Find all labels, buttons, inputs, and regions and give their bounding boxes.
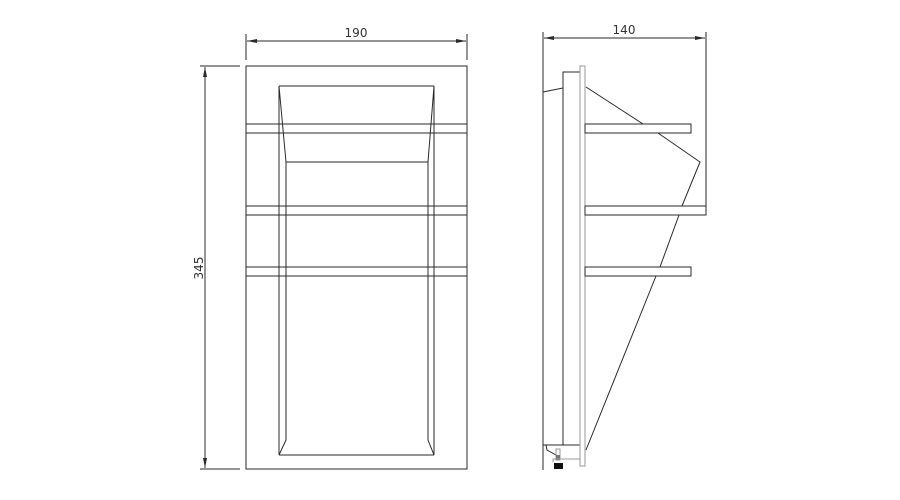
depth-dimension: 140 xyxy=(542,23,707,470)
width-dimension-label: 190 xyxy=(345,26,368,40)
front-bar-3 xyxy=(245,266,468,277)
diffuser-edge-3 xyxy=(659,214,680,268)
diffuser-edge-2 xyxy=(657,132,701,207)
housing-top xyxy=(542,87,564,93)
side-view: 140 xyxy=(542,23,707,470)
housing-box xyxy=(562,71,581,446)
cable-gland xyxy=(545,444,581,469)
height-dimension: 345 xyxy=(192,65,240,470)
side-bar-2 xyxy=(584,205,707,216)
height-dimension-label: 345 xyxy=(192,257,206,280)
wall-plate xyxy=(579,65,586,467)
front-bar-2 xyxy=(245,205,468,216)
side-bar-3 xyxy=(584,266,692,277)
side-bar-1 xyxy=(584,123,692,134)
front-view: 190 345 xyxy=(192,26,468,470)
depth-dimension-label: 140 xyxy=(613,23,636,37)
diffuser-edge-4 xyxy=(585,275,657,451)
front-bar-1 xyxy=(245,123,468,134)
diffuser-edge-1 xyxy=(585,86,644,125)
width-dimension: 190 xyxy=(245,26,468,60)
inner-diffuser xyxy=(278,85,435,456)
